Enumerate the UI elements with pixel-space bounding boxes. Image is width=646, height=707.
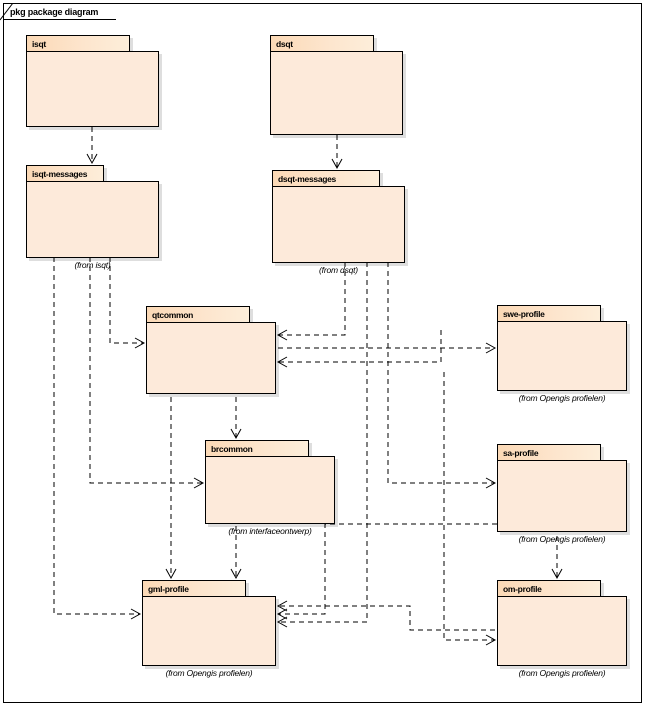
package-name-tab: swe-profile	[497, 305, 601, 322]
package-dsqt[interactable]: dsqt	[270, 35, 403, 135]
package-body	[497, 460, 627, 532]
package-body	[497, 321, 627, 391]
package-brcommon[interactable]: brcommon (from interfaceontwerp)	[205, 440, 335, 536]
package-qualifier-label: (from Opengis profielen)	[518, 534, 606, 544]
package-name-tab: isqt	[26, 35, 130, 52]
package-name-tab: qtcommon	[146, 306, 250, 323]
package-body	[26, 51, 159, 127]
package-qualifier-label: (from Opengis profielen)	[165, 668, 253, 678]
package-om-profile[interactable]: om-profile (from Opengis profielen)	[497, 580, 627, 678]
package-name-tab: dsqt-messages	[272, 170, 380, 187]
package-dsqt-messages[interactable]: dsqt-messages (from dsqt)	[272, 170, 405, 275]
package-qualifier-label: (from Opengis profielen)	[518, 668, 606, 678]
package-name-tab: brcommon	[205, 440, 309, 457]
package-gml-profile[interactable]: gml-profile (from Opengis profielen)	[142, 580, 276, 678]
package-body	[497, 596, 627, 666]
package-body	[205, 456, 335, 524]
diagram-frame-label: pkg package diagram	[3, 3, 117, 20]
package-qualifier-label: (from interfaceontwerp)	[228, 526, 312, 536]
package-body	[142, 596, 276, 666]
package-qualifier-label: (from Opengis profielen)	[518, 393, 606, 403]
package-name-tab: isqt-messages	[26, 165, 104, 182]
package-sa-profile[interactable]: sa-profile (from Opengis profielen)	[497, 444, 627, 544]
package-swe-profile[interactable]: swe-profile (from Opengis profielen)	[497, 305, 627, 403]
package-body	[26, 181, 159, 258]
package-qualifier-label: (from dsqt)	[319, 265, 358, 275]
package-name-tab: gml-profile	[142, 580, 246, 597]
package-name-tab: sa-profile	[497, 444, 601, 461]
package-body	[272, 186, 405, 263]
package-name-tab: dsqt	[270, 35, 374, 52]
package-body	[270, 51, 403, 135]
package-isqt[interactable]: isqt	[26, 35, 159, 127]
frame-tab-corner	[0, 3, 14, 21]
package-isqt-messages[interactable]: isqt-messages (from isqt)	[26, 165, 159, 270]
package-qtcommon[interactable]: qtcommon	[146, 306, 276, 394]
package-qualifier-label: (from isqt)	[74, 260, 111, 270]
package-body	[146, 322, 276, 394]
package-name-tab: om-profile	[497, 580, 601, 597]
